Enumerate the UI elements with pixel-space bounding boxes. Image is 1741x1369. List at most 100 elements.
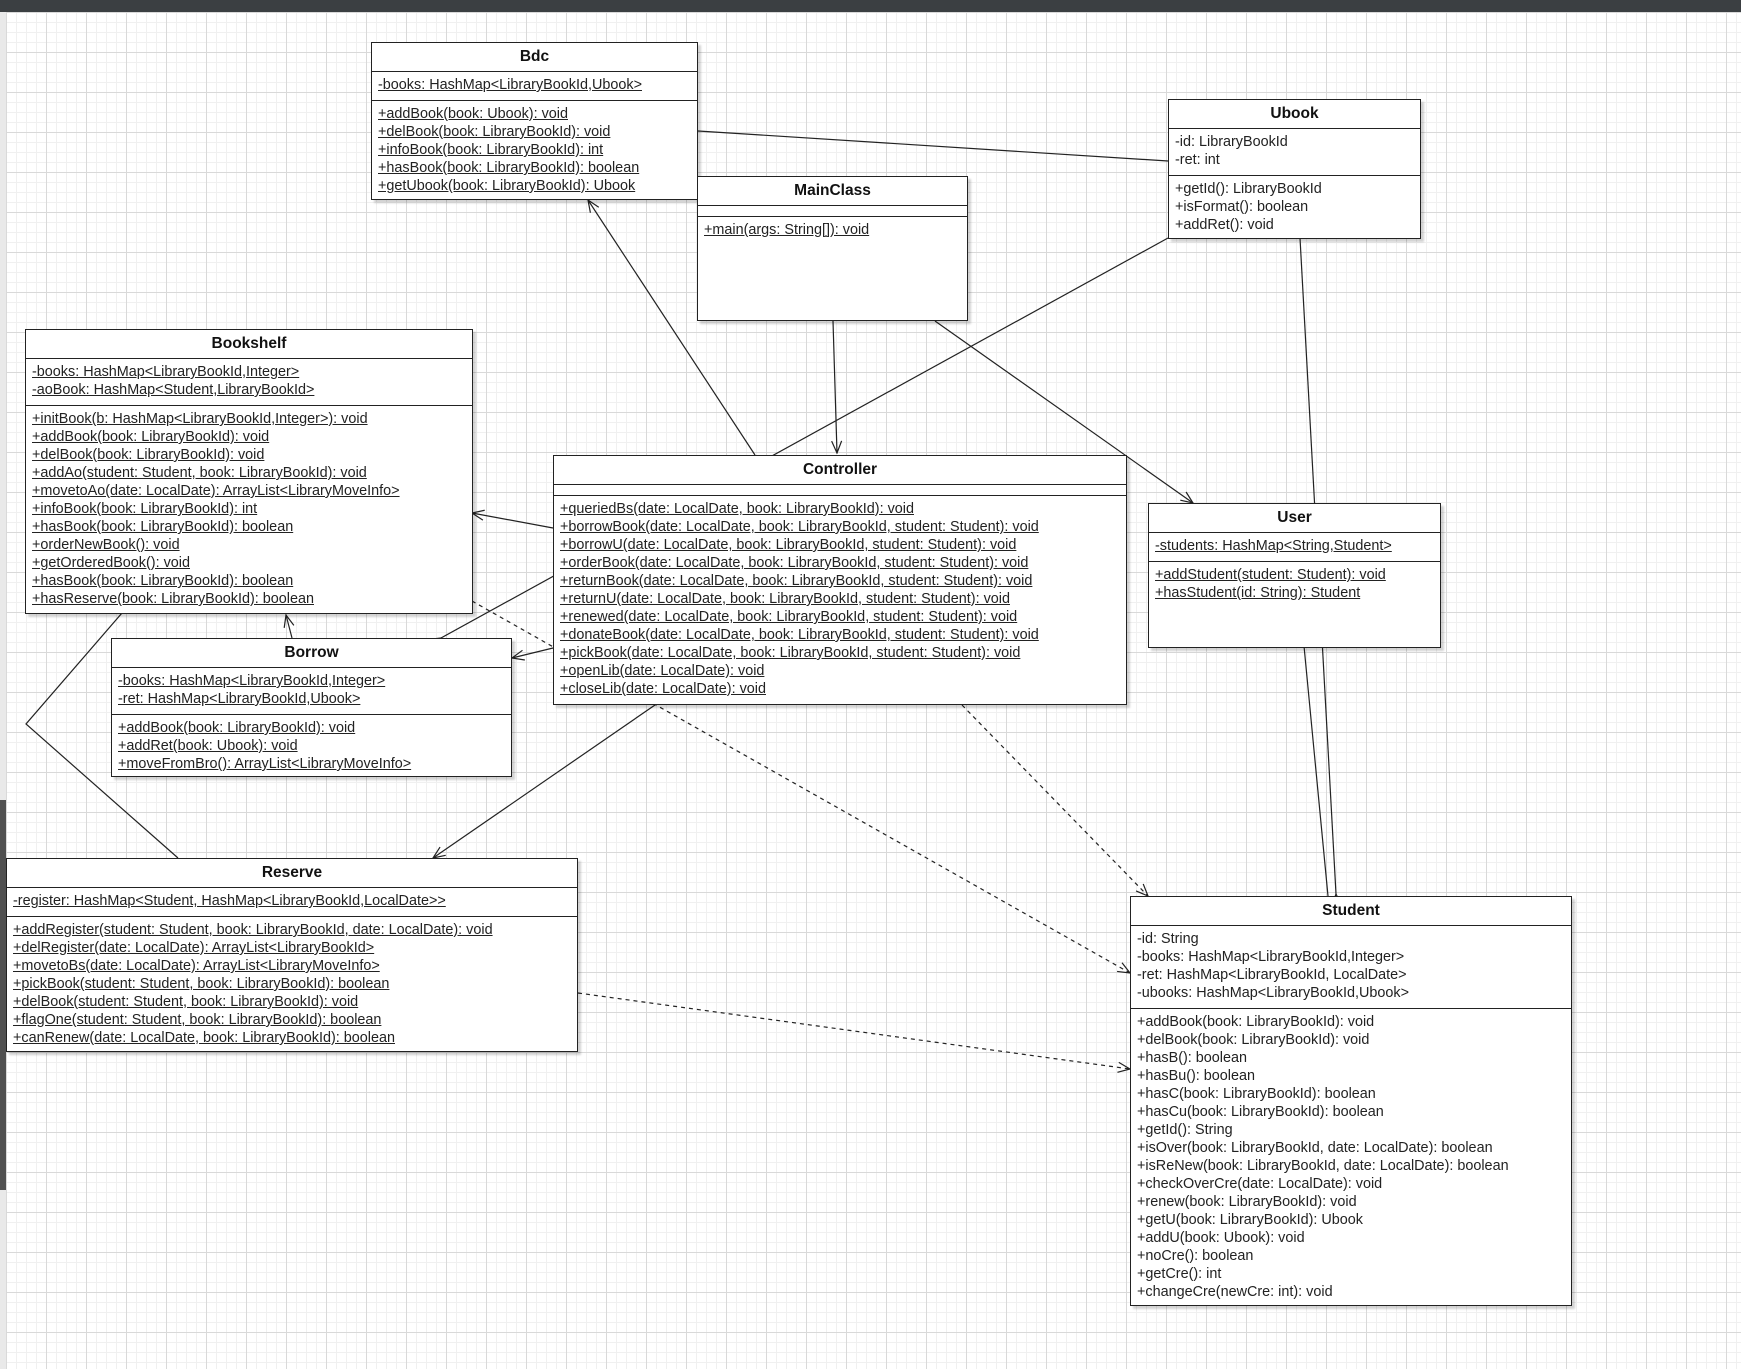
method-row: +pickBook(date: LocalDate, book: Library… — [560, 645, 1021, 661]
class-bookshelf[interactable]: Bookshelf -books: HashMap<LibraryBookId,… — [25, 329, 473, 614]
edge-controller-reserve — [433, 704, 656, 858]
method-row: +hasBook(book: LibraryBookId): boolean — [32, 573, 294, 589]
class-user[interactable]: User -students: HashMap<String,Student> … — [1148, 503, 1441, 648]
class-borrow[interactable]: Borrow -books: HashMap<LibraryBookId,Int… — [111, 638, 512, 777]
method-row: +renew(book: LibraryBookId): void — [1137, 1194, 1357, 1210]
edge-controller-bookshelf — [472, 513, 554, 529]
class-title: Controller — [554, 456, 1126, 485]
method-row: +movetoAo(date: LocalDate): ArrayList<Li… — [32, 483, 400, 499]
attribute-row: -books: HashMap<LibraryBookId,Integer> — [118, 673, 386, 689]
class-title: Borrow — [112, 639, 511, 668]
attribute-row: -books: HashMap<LibraryBookId,Integer> — [32, 364, 300, 380]
edge-mainclass-controller — [833, 320, 837, 453]
attribute-row: -ret: HashMap<LibraryBookId, LocalDate> — [1137, 967, 1407, 983]
class-ubook[interactable]: Ubook -id: LibraryBookId -ret: int +getI… — [1168, 99, 1421, 239]
class-bdc[interactable]: Bdc -books: HashMap<LibraryBookId,Ubook>… — [371, 42, 698, 200]
methods-section: +addStudent(student: Student): void +has… — [1149, 562, 1440, 608]
methods-section: +initBook(b: HashMap<LibraryBookId,Integ… — [26, 406, 472, 614]
edge-reserve-student-dependency — [577, 992, 1130, 1069]
class-title: User — [1149, 504, 1440, 533]
method-row: +flagOne(student: Student, book: Library… — [13, 1012, 382, 1028]
methods-section: +addRegister(student: Student, book: Lib… — [7, 917, 577, 1053]
attribute-row: -students: HashMap<String,Student> — [1155, 538, 1392, 554]
method-row: +orderNewBook(): void — [32, 537, 180, 553]
class-student[interactable]: Student -id: String -books: HashMap<Libr… — [1130, 896, 1572, 1306]
attribute-row: -aoBook: HashMap<Student,LibraryBookId> — [32, 382, 315, 398]
method-row: +addRet(book: Ubook): void — [118, 738, 298, 754]
attribute-row: -books: HashMap<LibraryBookId,Integer> — [1137, 949, 1405, 965]
method-row: +moveFromBro(): ArrayList<LibraryMoveInf… — [118, 756, 412, 772]
method-row: +getUbook(book: LibraryBookId): Ubook — [378, 178, 636, 194]
method-row: +getOrderedBook(): void — [32, 555, 190, 571]
method-row: +addBook(book: Ubook): void — [378, 106, 568, 122]
method-row: +delRegister(date: LocalDate): ArrayList… — [13, 940, 375, 956]
method-row: +addAo(student: Student, book: LibraryBo… — [32, 465, 367, 481]
methods-section: +addBook(book: LibraryBookId): void +del… — [1131, 1009, 1571, 1307]
method-row: +initBook(b: HashMap<LibraryBookId,Integ… — [32, 411, 368, 427]
class-mainclass[interactable]: MainClass +main(args: String[]): void — [697, 176, 968, 321]
method-row: +queriedBs(date: LocalDate, book: Librar… — [560, 501, 914, 517]
method-row: +borrowBook(date: LocalDate, book: Libra… — [560, 519, 1039, 535]
attribute-row: -register: HashMap<Student, HashMap<Libr… — [13, 893, 446, 909]
method-row: +returnU(date: LocalDate, book: LibraryB… — [560, 591, 1010, 607]
method-row: +isReNew(book: LibraryBookId, date: Loca… — [1137, 1158, 1509, 1174]
app-top-bar — [0, 0, 1741, 12]
attributes-section: -books: HashMap<LibraryBookId,Integer> -… — [26, 359, 472, 406]
attribute-row: -books: HashMap<LibraryBookId,Ubook> — [378, 77, 642, 93]
method-row: +closeLib(date: LocalDate): void — [560, 681, 766, 697]
edge-controller-bdc — [588, 200, 756, 456]
method-row: +addBook(book: LibraryBookId): void — [32, 429, 270, 445]
methods-section: +getId(): LibraryBookId +isFormat(): boo… — [1169, 176, 1420, 240]
method-row: +noCre(): boolean — [1137, 1248, 1254, 1264]
method-row: +getCre(): int — [1137, 1266, 1222, 1282]
method-row: +renewed(date: LocalDate, book: LibraryB… — [560, 609, 1018, 625]
attributes-section: -books: HashMap<LibraryBookId,Integer> -… — [112, 668, 511, 715]
attributes-section: -id: LibraryBookId -ret: int — [1169, 129, 1420, 176]
methods-section: +main(args: String[]): void — [698, 217, 967, 245]
methods-section: +addBook(book: LibraryBookId): void +add… — [112, 715, 511, 779]
method-row: +addRet(): void — [1175, 217, 1274, 233]
attributes-section: -id: String -books: HashMap<LibraryBookI… — [1131, 926, 1571, 1009]
method-row: +hasStudent(id: String): Student — [1155, 585, 1361, 601]
left-edge-panel-dark — [0, 800, 6, 1190]
method-row: +checkOverCre(date: LocalDate): void — [1137, 1176, 1383, 1192]
method-row: +hasC(book: LibraryBookId): boolean — [1137, 1086, 1376, 1102]
method-row: +hasBook(book: LibraryBookId): boolean — [32, 519, 294, 535]
method-row: +isOver(book: LibraryBookId, date: Local… — [1137, 1140, 1493, 1156]
attribute-row: -id: String — [1137, 931, 1199, 947]
method-row: +addU(book: Ubook): void — [1137, 1230, 1305, 1246]
edge-user-student-aggregation — [1304, 646, 1329, 897]
method-row: +delBook(book: LibraryBookId): void — [1137, 1032, 1370, 1048]
method-row: +hasBu(): boolean — [1137, 1068, 1256, 1084]
left-edge-panel — [0, 12, 6, 1369]
method-row: +getId(): String — [1137, 1122, 1233, 1138]
attribute-row: -ret: int — [1175, 152, 1220, 168]
method-row: +delBook(student: Student, book: Library… — [13, 994, 359, 1010]
class-reserve[interactable]: Reserve -register: HashMap<Student, Hash… — [6, 858, 578, 1052]
method-row: +getU(book: LibraryBookId): Ubook — [1137, 1212, 1363, 1228]
attributes-section: -books: HashMap<LibraryBookId,Ubook> — [372, 72, 697, 101]
method-row: +infoBook(book: LibraryBookId): int — [32, 501, 258, 517]
method-row: +changeCre(newCre: int): void — [1137, 1284, 1333, 1300]
method-row: +addBook(book: LibraryBookId): void — [118, 720, 356, 736]
method-row: +addStudent(student: Student): void — [1155, 567, 1386, 583]
method-row: +hasCu(book: LibraryBookId): boolean — [1137, 1104, 1384, 1120]
attributes-section — [698, 206, 967, 217]
method-row: +hasB(): boolean — [1137, 1050, 1248, 1066]
class-title: Ubook — [1169, 100, 1420, 129]
attribute-row: -id: LibraryBookId — [1175, 134, 1288, 150]
method-row: +delBook(book: LibraryBookId): void — [32, 447, 265, 463]
method-row: +delBook(book: LibraryBookId): void — [378, 124, 611, 140]
attribute-row: -ubooks: HashMap<LibraryBookId,Ubook> — [1137, 985, 1409, 1001]
method-row: +getId(): LibraryBookId — [1175, 181, 1322, 197]
edge-mainclass-user — [934, 320, 1193, 503]
method-row: +openLib(date: LocalDate): void — [560, 663, 765, 679]
attributes-section — [554, 485, 1126, 496]
attributes-section: -register: HashMap<Student, HashMap<Libr… — [7, 888, 577, 917]
class-controller[interactable]: Controller +queriedBs(date: LocalDate, b… — [553, 455, 1127, 705]
edge-bookshelf-reserve — [25, 612, 179, 859]
edge-borrow-bookshelf — [286, 615, 292, 639]
class-title: MainClass — [698, 177, 967, 206]
attribute-row: -ret: HashMap<LibraryBookId,Ubook> — [118, 691, 361, 707]
attributes-section: -students: HashMap<String,Student> — [1149, 533, 1440, 562]
